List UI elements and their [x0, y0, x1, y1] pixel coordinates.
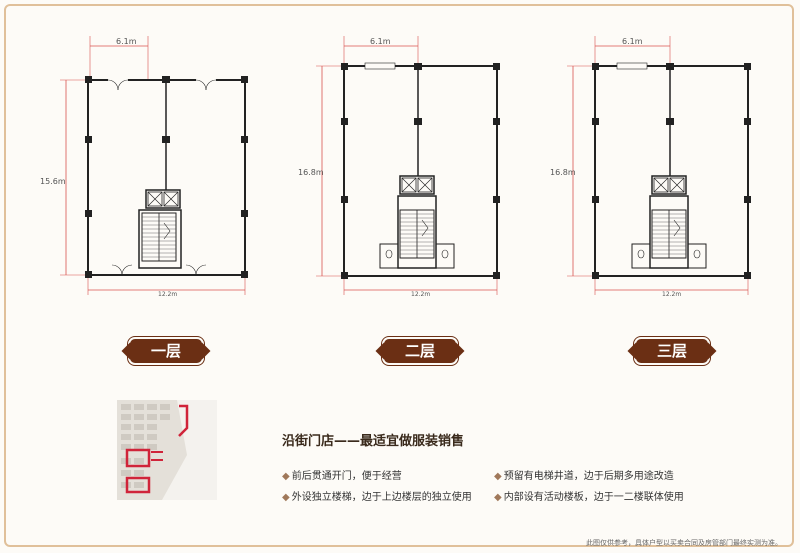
floor-3-label: 三层 — [656, 342, 687, 360]
floor-3-plan — [567, 36, 751, 295]
floor-1-height-label: 15.6m — [40, 177, 66, 186]
floor-2-label: 二层 — [404, 342, 435, 360]
feature-item: ◆前后贯通开门，便于经营 — [282, 467, 402, 482]
site-location-map — [117, 400, 217, 500]
feature-item: ◆外设独立楼梯，边于上边楼层的独立使用 — [282, 488, 472, 503]
feature-text: 外设独立楼梯，边于上边楼层的独立使用 — [291, 492, 472, 503]
floor-2-top-width-label: 6.1m — [370, 37, 391, 46]
floor-1-plan — [60, 36, 248, 295]
floor-1-bottom-width-label: 12.2m — [158, 291, 177, 298]
page-frame — [4, 4, 794, 547]
floor-1-label: 一层 — [150, 342, 181, 360]
bullet-icon: ◆ — [494, 492, 502, 503]
floor-3-badge: 三层 — [636, 339, 708, 363]
floor-3-height-label: 16.8m — [550, 168, 576, 177]
bullet-icon: ◆ — [282, 471, 290, 482]
feature-text: 前后贯通开门，便于经营 — [291, 471, 402, 482]
bullet-icon: ◆ — [494, 471, 502, 482]
floor-2-bottom-width-label: 12.2m — [411, 291, 430, 298]
disclaimer: 此图仅供参考，具体户型以买卖合同及房管部门最终实测为准。 — [586, 539, 782, 547]
feature-text: 内部设有活动楼板，边于一二楼联体使用 — [503, 492, 684, 503]
bullet-icon: ◆ — [282, 492, 290, 503]
floor-2-badge: 二层 — [384, 339, 456, 363]
floor-3-top-width-label: 6.1m — [622, 37, 643, 46]
feature-item: ◆内部设有活动楼板，边于一二楼联体使用 — [494, 488, 684, 503]
feature-item: ◆预留有电梯井道，边于后期多用途改造 — [494, 467, 674, 482]
floor-2-plan — [316, 36, 500, 295]
floor-1-top-width-label: 6.1m — [116, 37, 137, 46]
feature-text: 预留有电梯井道，边于后期多用途改造 — [503, 471, 674, 482]
headline: 沿街门店——最适宜做服装销售 — [282, 434, 465, 449]
floor-1-badge: 一层 — [130, 339, 202, 363]
floor-2-height-label: 16.8m — [298, 168, 324, 177]
floor-3-bottom-width-label: 12.2m — [662, 291, 681, 298]
